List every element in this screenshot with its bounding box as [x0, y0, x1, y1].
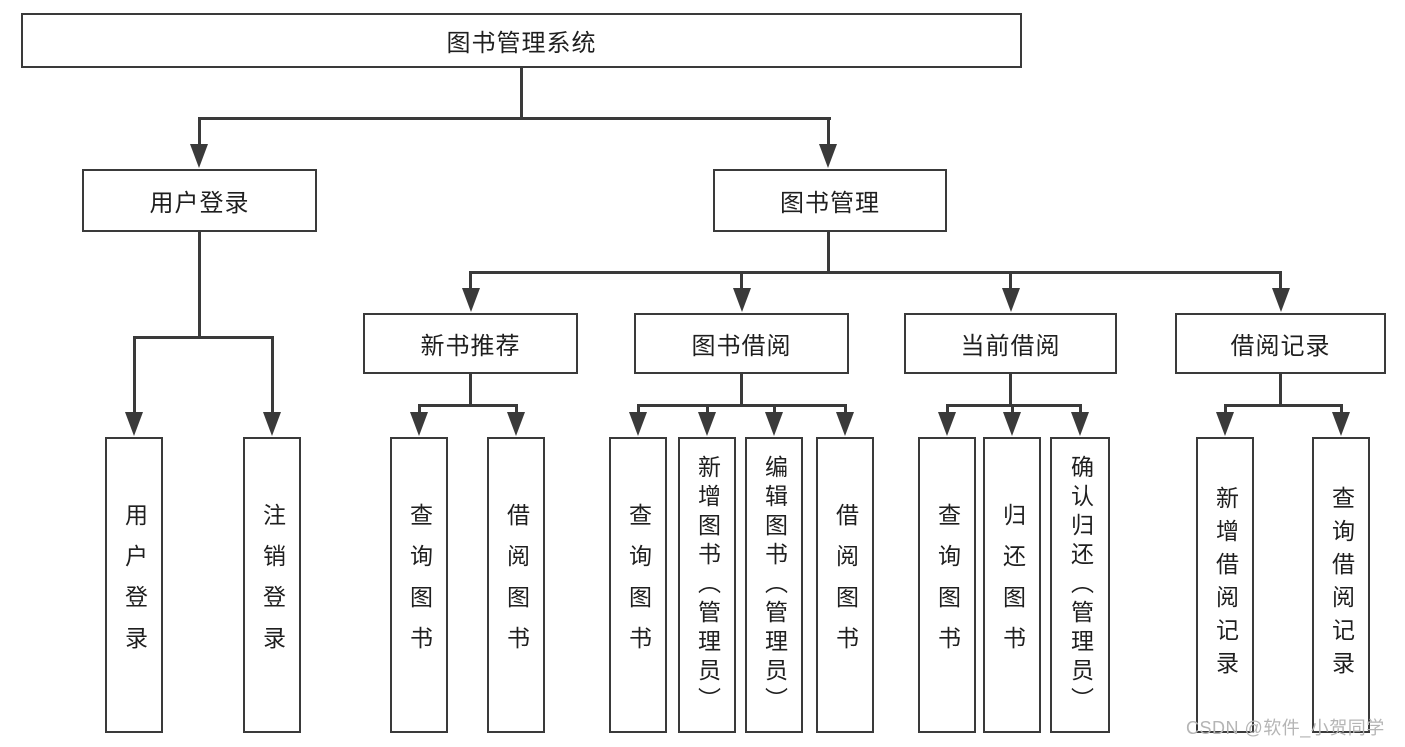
connector-line [514, 403, 518, 415]
connector-line [826, 232, 830, 272]
node-borrow-record: 借阅记录 [1175, 313, 1386, 374]
connector-line [1223, 403, 1227, 415]
connector-line [1279, 374, 1282, 405]
connector-line [1339, 403, 1343, 415]
arrow-down-icon [190, 144, 208, 168]
connector-line [417, 403, 518, 407]
connector-line [1009, 270, 1012, 291]
connector-line [1010, 403, 1014, 415]
csdn-watermark: CSDN @软件_小贺同学 [1186, 718, 1385, 738]
connector-line [469, 374, 472, 405]
arrow-down-icon [461, 288, 480, 312]
arrow-down-icon [1001, 288, 1020, 312]
connector-line [469, 270, 472, 291]
arrow-down-icon [629, 412, 647, 436]
arrow-down-icon [1071, 412, 1089, 436]
connector-line [740, 374, 743, 405]
connector-line [197, 116, 831, 120]
arrow-down-icon [836, 412, 854, 436]
arrow-down-icon [263, 412, 281, 436]
arrow-down-icon [507, 412, 525, 436]
connector-line [772, 403, 776, 415]
connector-line [1279, 270, 1282, 291]
arrow-down-icon [125, 412, 143, 436]
arrow-down-icon [1003, 412, 1021, 436]
leaf-borrow-edit-book-admin: 编辑图书（管理员） [745, 437, 803, 733]
connector-line [843, 403, 847, 415]
arrow-down-icon [1216, 412, 1234, 436]
connector-line [132, 335, 136, 415]
connector-line [636, 403, 640, 415]
connector-line [705, 403, 709, 415]
leaf-record-add-record: 新增借阅记录 [1196, 437, 1254, 733]
leaf-borrow-add-book-admin: 新增图书（管理员） [678, 437, 736, 733]
leaf-newbook-borrow-book: 借阅图书 [487, 437, 545, 733]
arrow-down-icon [410, 412, 428, 436]
connector-line [1078, 403, 1082, 415]
connector-line [826, 116, 830, 147]
connector-line [197, 116, 201, 147]
connector-line [945, 403, 949, 415]
leaf-current-return-book: 归还图书 [983, 437, 1041, 733]
node-root: 图书管理系统 [21, 13, 1022, 68]
arrow-down-icon [819, 144, 837, 168]
node-book-borrow: 图书借阅 [634, 313, 849, 374]
connector-line [270, 335, 274, 415]
node-current-borrow: 当前借阅 [904, 313, 1117, 374]
leaf-borrow-query-book: 查询图书 [609, 437, 667, 733]
arrow-down-icon [765, 412, 783, 436]
node-new-book-recommend: 新书推荐 [363, 313, 578, 374]
leaf-current-query-book: 查询图书 [918, 437, 976, 733]
connector-line [469, 270, 1282, 274]
node-user-login: 用户登录 [82, 169, 317, 232]
leaf-borrow-borrow-book: 借阅图书 [816, 437, 874, 733]
connector-line [740, 270, 743, 291]
leaf-user-login: 用户登录 [105, 437, 163, 733]
node-book-management: 图书管理 [713, 169, 947, 232]
connector-line [519, 68, 523, 118]
arrow-down-icon [1271, 288, 1290, 312]
leaf-logout: 注销登录 [243, 437, 301, 733]
arrow-down-icon [1332, 412, 1350, 436]
leaf-record-query-record: 查询借阅记录 [1312, 437, 1370, 733]
arrow-down-icon [938, 412, 956, 436]
connector-line [945, 403, 1082, 407]
arrow-down-icon [732, 288, 751, 312]
arrow-down-icon [698, 412, 716, 436]
connector-line [197, 232, 201, 337]
leaf-current-confirm-return-admin: 确认归还（管理员） [1050, 437, 1110, 733]
connector-line [1223, 403, 1343, 407]
connector-line [636, 403, 847, 407]
leaf-newbook-query-book: 查询图书 [390, 437, 448, 733]
connector-line [1009, 374, 1012, 405]
connector-line [417, 403, 421, 415]
connector-line [132, 335, 274, 339]
